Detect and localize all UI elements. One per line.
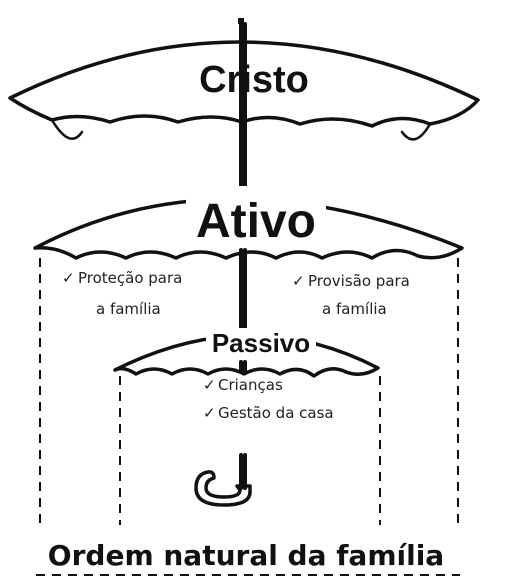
check-icon: ✓ (203, 376, 216, 394)
check-icon: ✓ (62, 269, 75, 287)
middle-left-item-line1: Proteção para (78, 269, 182, 287)
middle-umbrella-canopy (33, 197, 464, 260)
middle-right-item-line1: Provisão para (308, 272, 410, 290)
middle-umbrella-label: Ativo (196, 195, 316, 248)
bottom-item-gestao: ✓ Gestão da casa (203, 404, 334, 422)
middle-left-item: ✓ Proteção para a família (62, 269, 182, 318)
umbrella-shaft (238, 18, 247, 374)
check-icon: ✓ (292, 272, 305, 290)
bottom-umbrella-canopy (113, 333, 380, 378)
middle-right-item-line2: a família (322, 300, 387, 318)
bottom-item-text: Crianças (218, 376, 283, 394)
diagram-caption: Ordem natural da família (48, 539, 444, 572)
middle-right-item: ✓ Provisão para a família (292, 272, 410, 318)
bottom-item-text: Gestão da casa (218, 404, 334, 422)
check-icon: ✓ (203, 404, 216, 422)
umbrella-handle (194, 453, 252, 507)
bottom-umbrella-label: Passivo (212, 328, 310, 358)
top-umbrella-label: Cristo (199, 59, 309, 101)
top-umbrella-canopy (8, 40, 480, 141)
bottom-item-criancas: ✓ Crianças (203, 376, 283, 394)
middle-left-item-line2: a família (96, 300, 161, 318)
